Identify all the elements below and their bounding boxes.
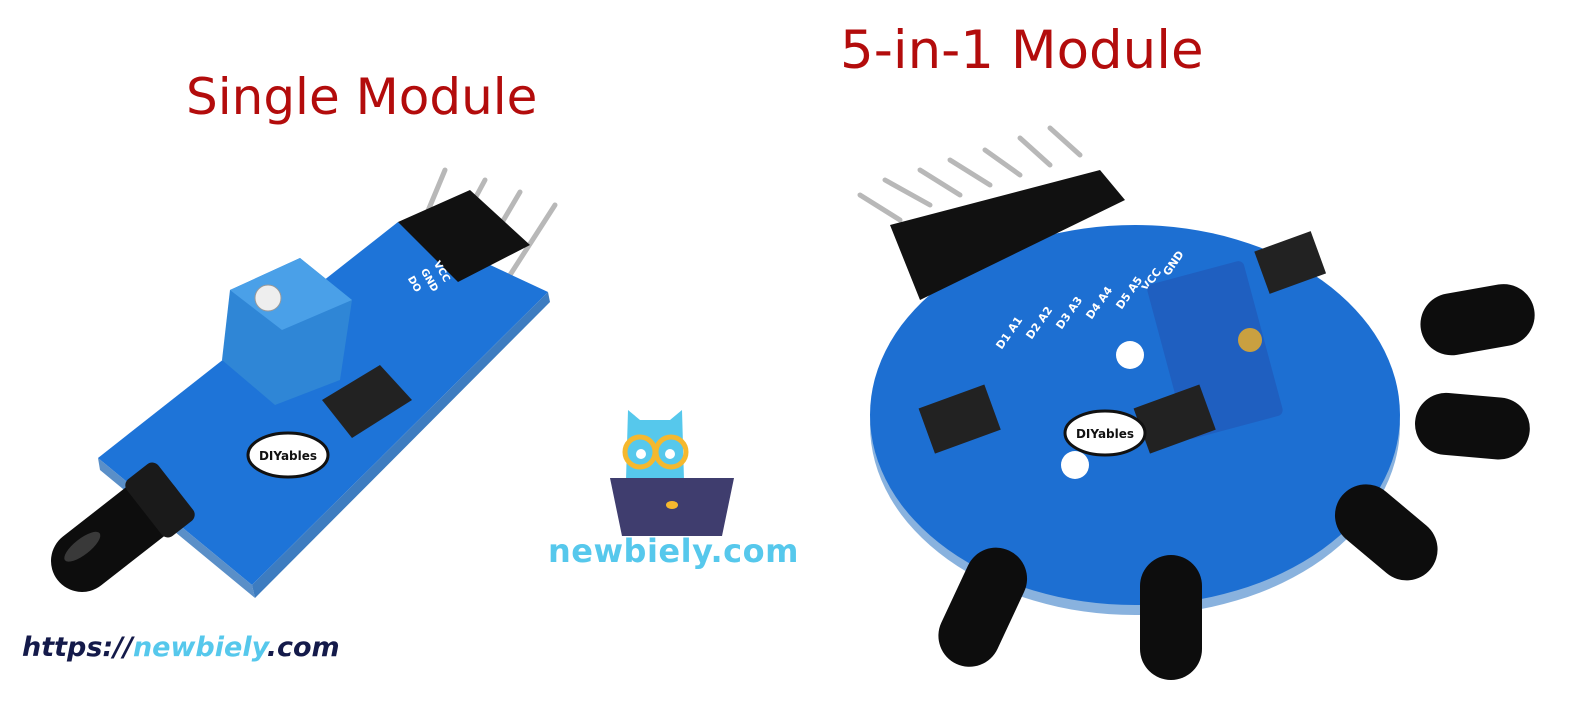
website-url: https://newbiely.com [22, 632, 340, 663]
diyables-logo-five [1063, 409, 1147, 457]
brand-text-single: DIYables [259, 449, 317, 463]
brand-text-five: DIYables [1076, 427, 1134, 441]
url-suffix: .com [266, 632, 340, 663]
url-prefix: https:// [22, 632, 133, 663]
five-in-one-module-label: 5-in-1 Module [840, 20, 1204, 81]
newbiely-logo-text: newbiely.com [548, 532, 799, 570]
single-module-label: Single Module [186, 68, 538, 126]
diyables-logo [246, 431, 330, 479]
url-highlight: newbiely [132, 632, 267, 663]
